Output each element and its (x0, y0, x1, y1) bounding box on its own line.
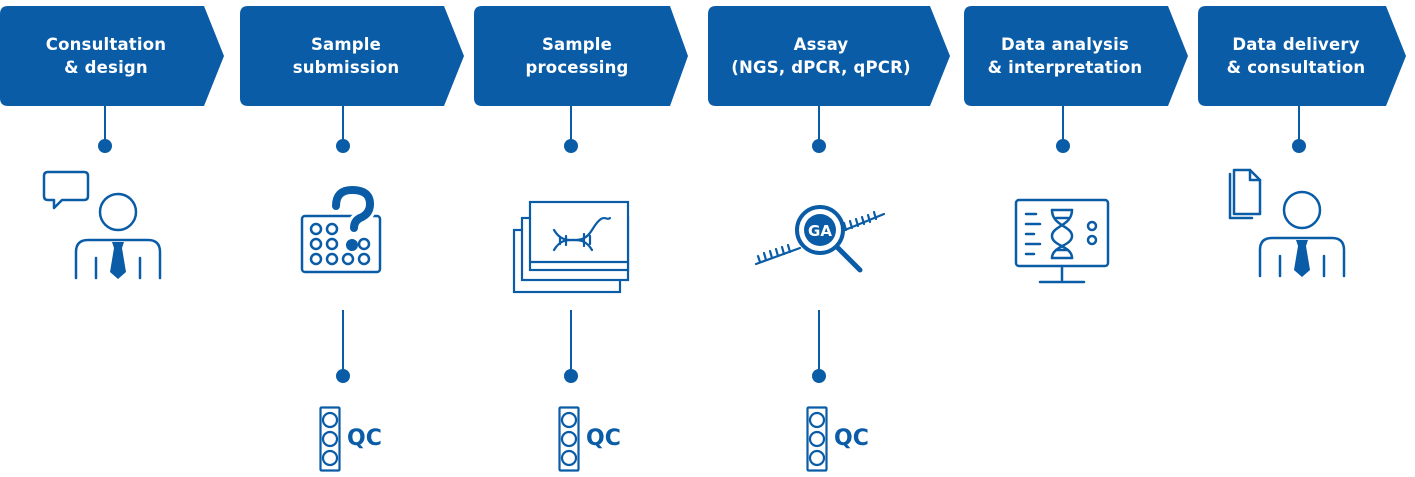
connector-dot (98, 139, 112, 153)
magnifier-text: GA (808, 222, 832, 240)
step-title-line2: & consultation (1226, 58, 1366, 77)
person-speech-bubble-icon (42, 170, 162, 280)
qc-indicator: QC (806, 406, 886, 472)
qc-connector-dot (564, 369, 578, 383)
step-banner: Data analysis & interpretation (964, 6, 1196, 106)
connector-dot (336, 139, 350, 153)
step-data-delivery: Data delivery & consultation (1198, 0, 1415, 477)
step-title-line2: & interpretation (987, 58, 1143, 77)
qc-label: QC (586, 426, 621, 451)
connector-dot (564, 139, 578, 153)
connector-line (342, 106, 344, 146)
step-title-line1: Data analysis (1001, 35, 1129, 54)
step-sample-submission: Sample submission (240, 0, 476, 477)
arrow-banner-shape (0, 6, 224, 106)
step-title-line2: (NGS, dPCR, qPCR) (731, 58, 911, 77)
qc-connector-line (342, 310, 344, 376)
connector-line (570, 106, 572, 146)
step-title-line1: Sample (541, 35, 613, 54)
step-title: Data delivery & consultation (1198, 6, 1394, 106)
step-title-line2: processing (525, 58, 629, 77)
step-banner: Consultation & design (0, 6, 232, 106)
step-banner: Sample submission (240, 6, 472, 106)
step-banner: Sample processing (474, 6, 706, 106)
step-title: Assay (NGS, dPCR, qPCR) (708, 6, 934, 106)
arrow-banner-shape (240, 6, 464, 106)
step-data-analysis: Data analysis & interpretation (964, 0, 1196, 477)
step-banner: Assay (NGS, dPCR, qPCR) (708, 6, 958, 106)
person-document-icon (1228, 168, 1346, 278)
sample-plate-question-icon (300, 186, 382, 274)
arrow-banner-shape (964, 6, 1188, 106)
step-title: Sample processing (474, 6, 680, 106)
connector-line (1298, 106, 1300, 146)
step-title-line2: & design (64, 58, 148, 77)
step-title-line1: Assay (793, 35, 849, 54)
qc-label: QC (834, 426, 869, 451)
step-banner: Data delivery & consultation (1198, 6, 1412, 106)
arrow-banner-shape (708, 6, 950, 106)
magnifier-sequence-icon (754, 205, 886, 273)
qc-indicator: QC (558, 406, 638, 472)
traffic-light-icon (558, 406, 580, 472)
traffic-light-icon (806, 406, 828, 472)
qc-connector-line (818, 310, 820, 376)
arrow-banner-shape (1198, 6, 1406, 106)
traffic-light-icon (319, 406, 341, 472)
step-sample-processing: Sample processing (474, 0, 710, 477)
step-title: Data analysis & interpretation (964, 6, 1166, 106)
arrow-banner-shape (474, 6, 688, 106)
connector-line (104, 106, 106, 146)
qc-connector-line (570, 310, 572, 376)
step-title-line2: submission (292, 58, 400, 77)
step-title: Sample submission (240, 6, 452, 106)
step-assay: Assay (NGS, dPCR, qPCR) GA (708, 0, 958, 477)
step-title-line1: Consultation (45, 35, 167, 54)
connector-dot (812, 139, 826, 153)
qc-label: QC (347, 426, 382, 451)
connector-dot (1056, 139, 1070, 153)
dna-slides-icon (512, 200, 630, 294)
step-title-line1: Data delivery (1232, 35, 1360, 54)
monitor-dna-icon (1014, 198, 1110, 284)
step-title-line1: Sample (310, 35, 382, 54)
connector-dot (1292, 139, 1306, 153)
qc-indicator: QC (319, 406, 399, 472)
connector-line (818, 106, 820, 146)
qc-connector-dot (336, 369, 350, 383)
connector-line (1062, 106, 1064, 146)
step-consultation-design: Consultation & design (0, 0, 236, 477)
qc-connector-dot (812, 369, 826, 383)
step-title: Consultation & design (0, 6, 212, 106)
